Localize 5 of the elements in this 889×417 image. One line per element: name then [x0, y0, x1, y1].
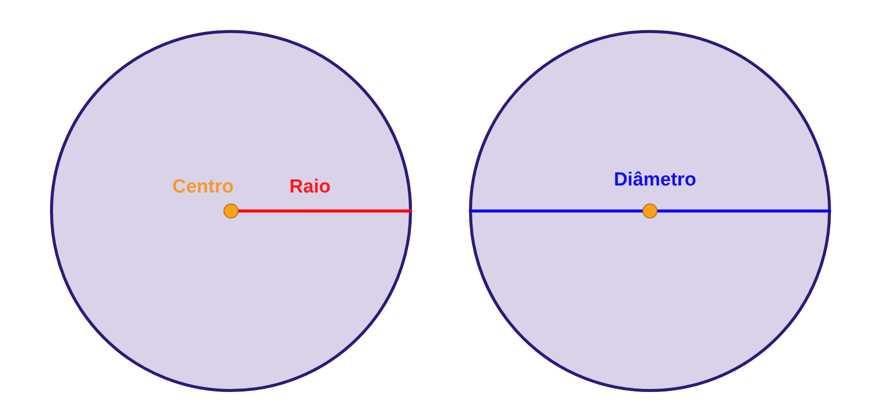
diameter-label: Diâmetro — [614, 170, 696, 190]
circle — [50, 30, 412, 392]
circle — [469, 30, 831, 392]
radius-label: Raio — [289, 178, 331, 196]
center-label: Centro — [172, 178, 234, 196]
